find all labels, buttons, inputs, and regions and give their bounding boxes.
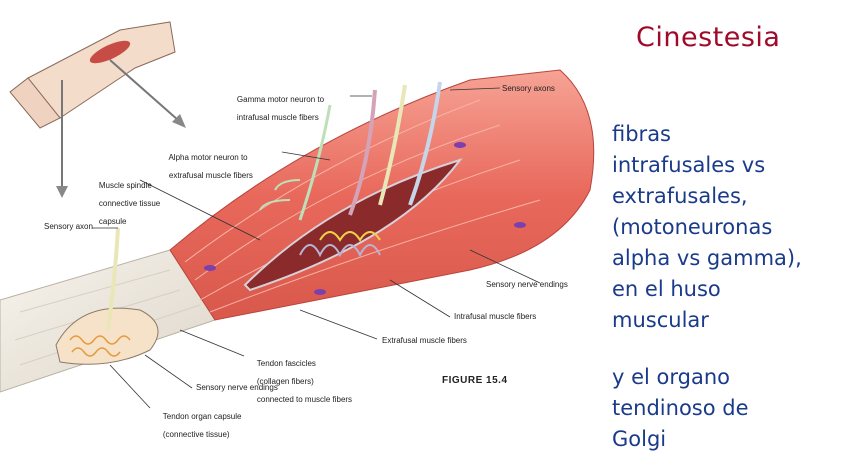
label-spindle-line-3: capsule — [99, 217, 127, 226]
label-intrafusal-fibers: Intrafusal muscle fibers — [454, 312, 536, 321]
label-capsule-line-1: Tendon organ capsule — [163, 412, 242, 421]
text-line: fibras — [612, 119, 802, 150]
label-tendon-line-3: connected to muscle fibers — [257, 395, 352, 404]
label-gamma-motor-neuron: Gamma motor neuron to intrafusal muscle … — [228, 86, 324, 131]
label-sensory-nerve-endings-top: Sensory nerve endings — [486, 280, 568, 289]
text-line: Golgi — [612, 424, 749, 455]
label-alpha-line-1: Alpha motor neuron to — [168, 153, 247, 162]
text-line: muscular — [612, 305, 802, 336]
label-tendon-organ-capsule: Tendon organ capsule (connective tissue) — [154, 403, 241, 448]
label-capsule-line-2: (connective tissue) — [163, 430, 230, 439]
label-muscle-spindle-capsule: Muscle spindle connective tissue capsule — [90, 172, 160, 235]
figure-caption: FIGURE 15.4 — [442, 375, 508, 386]
label-sensory-nerve-endings-bottom: Sensory nerve endings — [196, 383, 278, 392]
label-gamma-line-1: Gamma motor neuron to — [237, 95, 324, 104]
label-gamma-line-2: intrafusal muscle fibers — [237, 113, 319, 122]
text-block-spindle: fibras intrafusales vs extrafusales, (mo… — [612, 119, 802, 336]
label-sensory-axon: Sensory axon — [44, 222, 93, 231]
text-line: tendinoso de — [612, 393, 749, 424]
text-block-golgi: y el organo tendinoso de Golgi — [612, 362, 749, 455]
text-line: extrafusales, — [612, 181, 802, 212]
label-alpha-motor-neuron: Alpha motor neuron to extrafusal muscle … — [160, 144, 253, 189]
text-line: intrafusales vs — [612, 150, 802, 181]
label-spindle-line-2: connective tissue — [99, 199, 160, 208]
slide-title: Cinestesia — [636, 22, 780, 53]
label-sensory-axons: Sensory axons — [502, 84, 555, 93]
text-line: (motoneuronas — [612, 212, 802, 243]
label-tendon-fascicles: Tendon fascicles (collagen fibers) conne… — [248, 350, 352, 413]
label-alpha-line-2: extrafusal muscle fibers — [169, 171, 253, 180]
text-line: y el organo — [612, 362, 749, 393]
text-line: en el huso — [612, 274, 802, 305]
label-spindle-line-1: Muscle spindle — [99, 181, 152, 190]
text-line: alpha vs gamma), — [612, 243, 802, 274]
label-extrafusal-fibers: Extrafusal muscle fibers — [382, 336, 467, 345]
label-tendon-line-1: Tendon fascicles — [257, 359, 316, 368]
